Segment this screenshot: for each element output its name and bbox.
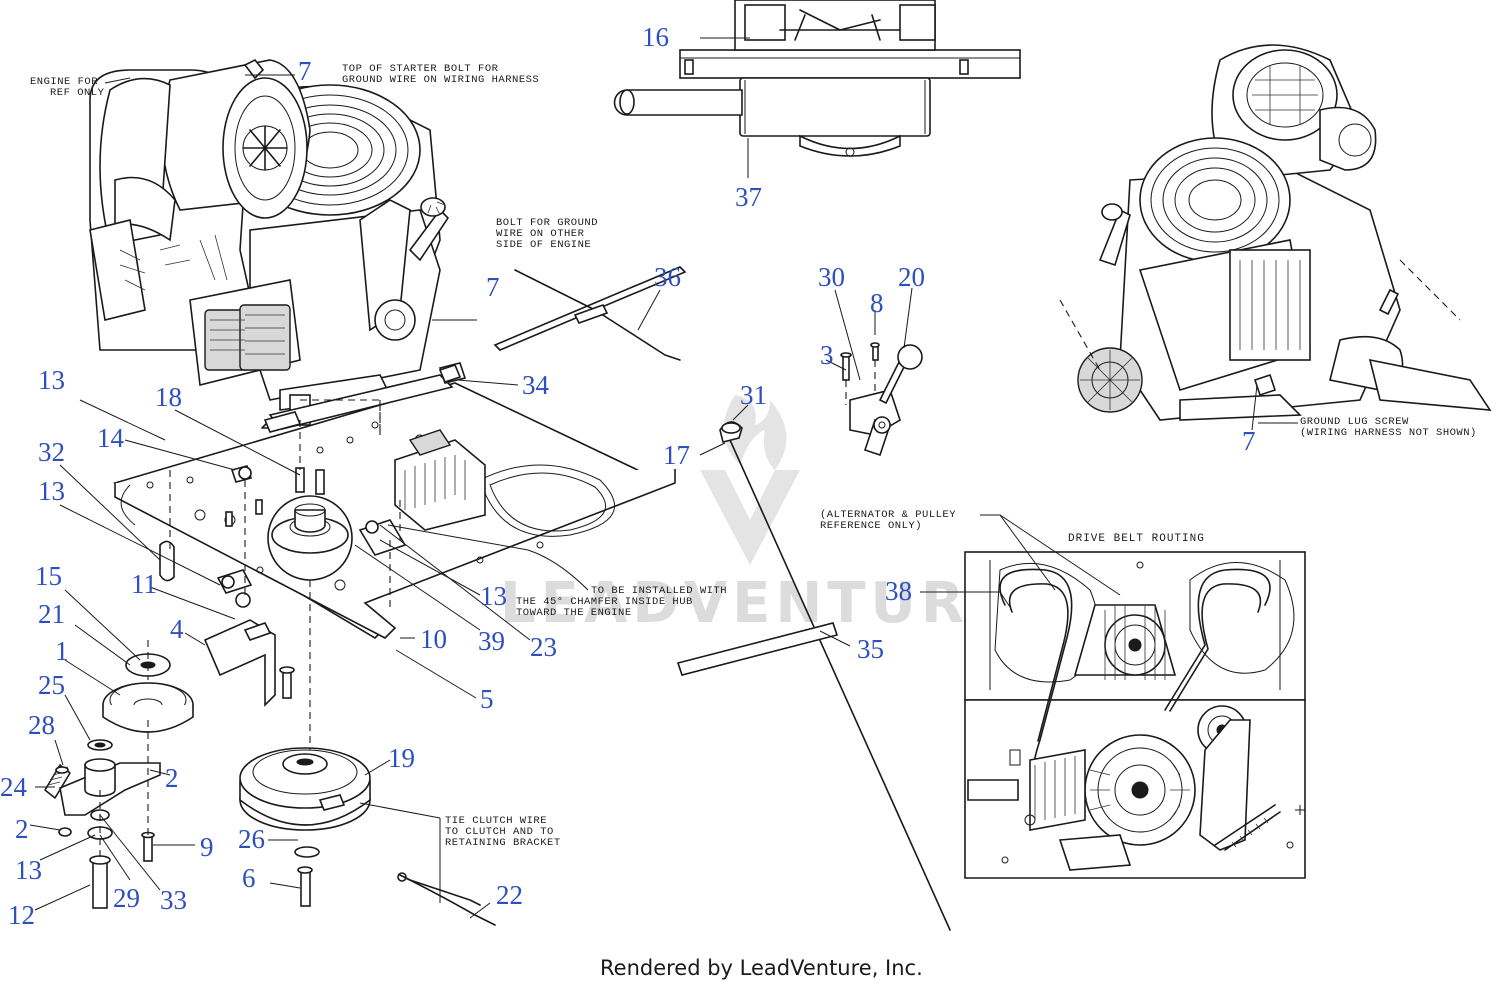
callout-numbers: 16 37 7 7 7 36 34 30 8 20 3 31 17 13 18 …: [0, 22, 1256, 930]
note-alternator-2: REFERENCE ONLY): [820, 520, 922, 532]
callout-16[interactable]: 16: [642, 22, 669, 52]
dipstick: [719, 421, 951, 931]
callout-26[interactable]: 26: [238, 824, 265, 854]
callout-13[interactable]: 13: [38, 365, 65, 395]
callout-32[interactable]: 32: [38, 437, 65, 467]
callout-10[interactable]: 10: [420, 624, 447, 654]
note-engine-ref-2: REF ONLY: [50, 87, 105, 99]
callout-14[interactable]: 14: [97, 423, 125, 453]
callout-28[interactable]: 28: [28, 710, 55, 740]
callout-36[interactable]: 36: [654, 262, 681, 292]
note-ground-lug: GROUND LUG SCREW: [1300, 416, 1409, 428]
watermark-text: LEADVENTURE: [500, 571, 1012, 636]
callout-13[interactable]: 13: [38, 476, 65, 506]
callout-1[interactable]: 1: [55, 636, 69, 666]
callout-33[interactable]: 33: [160, 885, 187, 915]
callout-13[interactable]: 13: [480, 581, 507, 611]
callout-2[interactable]: 2: [15, 814, 29, 844]
note-ground-bolt-3: SIDE OF ENGINE: [496, 239, 591, 251]
note-clutch-wire: TIE CLUTCH WIRE: [445, 815, 547, 827]
alignment-lines: [99, 399, 401, 860]
leader-lines: [29, 37, 1298, 919]
engine-left: [89, 58, 450, 426]
drive-belt-routing: [964, 551, 1306, 879]
callout-15[interactable]: 15: [35, 561, 62, 591]
callout-18[interactable]: 18: [155, 382, 182, 412]
callout-24[interactable]: 24: [0, 772, 28, 802]
note-chamfer-3: TOWARD THE ENGINE: [516, 607, 632, 619]
callout-5[interactable]: 5: [480, 684, 494, 714]
footer-credit: Rendered by LeadVenture, Inc.: [600, 956, 923, 980]
strip-35: [676, 622, 839, 676]
callout-6[interactable]: 6: [242, 863, 256, 893]
mounting-plate: [113, 362, 676, 640]
callout-31[interactable]: 31: [740, 380, 767, 410]
callout-4[interactable]: 4: [170, 614, 184, 644]
callout-12[interactable]: 12: [8, 900, 35, 930]
callout-3[interactable]: 3: [820, 340, 834, 370]
callout-30[interactable]: 30: [818, 262, 845, 292]
note-clutch-wire-3: RETAINING BRACKET: [445, 837, 561, 849]
callout-23[interactable]: 23: [530, 632, 557, 662]
note-starter-bolt-2: GROUND WIRE ON WIRING HARNESS: [342, 74, 539, 86]
callout-9[interactable]: 9: [200, 832, 214, 862]
lever-assembly: [840, 342, 923, 457]
callout-19[interactable]: 19: [388, 743, 415, 773]
note-clutch-wire-2: TO CLUTCH AND TO: [445, 826, 554, 838]
callout-22[interactable]: 22: [496, 880, 523, 910]
callout-34[interactable]: 34: [522, 370, 550, 400]
callout-25[interactable]: 25: [38, 670, 65, 700]
callout-11[interactable]: 11: [131, 569, 157, 599]
muffler-assembly: [613, 0, 1021, 157]
leadventure-watermark: LEADVENTURE: [500, 395, 1012, 636]
callout-7[interactable]: 7: [1242, 426, 1256, 456]
pto-clutch: [239, 747, 481, 907]
note-alternator: (ALTERNATOR & PULLEY: [820, 509, 956, 521]
note-ground-bolt-2: WIRE ON OTHER: [496, 228, 585, 240]
callout-35[interactable]: 35: [857, 634, 884, 664]
rod-36: [263, 266, 687, 433]
callout-13[interactable]: 13: [15, 855, 42, 885]
note-chamfer: TO BE INSTALLED WITH: [591, 585, 727, 597]
callout-37[interactable]: 37: [735, 182, 762, 212]
engine-right: [1059, 44, 1492, 421]
diagram-notes: ENGINE FOR REF ONLY TOP OF STARTER BOLT …: [30, 63, 1477, 849]
idler-assembly: [44, 540, 295, 909]
callout-39[interactable]: 39: [478, 626, 505, 656]
note-engine-ref: ENGINE FOR: [30, 76, 98, 88]
note-starter-bolt: TOP OF STARTER BOLT FOR: [342, 63, 499, 75]
callout-7[interactable]: 7: [486, 272, 500, 302]
note-chamfer-2: THE 45° CHAMFER INSIDE HUB: [516, 596, 693, 608]
note-ground-lug-2: (WIRING HARNESS NOT SHOWN): [1300, 427, 1477, 439]
callout-2[interactable]: 2: [165, 763, 179, 793]
callout-21[interactable]: 21: [38, 599, 65, 629]
callout-20[interactable]: 20: [898, 262, 925, 292]
callout-38[interactable]: 38: [885, 576, 912, 606]
callout-7[interactable]: 7: [298, 56, 312, 86]
callout-8[interactable]: 8: [870, 288, 884, 318]
drive-belt-routing-title: DRIVE BELT ROUTING: [1068, 533, 1205, 545]
note-ground-bolt: BOLT FOR GROUND: [496, 217, 598, 229]
callout-29[interactable]: 29: [113, 883, 140, 913]
clutch-wire: [399, 874, 496, 926]
callout-17[interactable]: 17: [663, 440, 690, 470]
